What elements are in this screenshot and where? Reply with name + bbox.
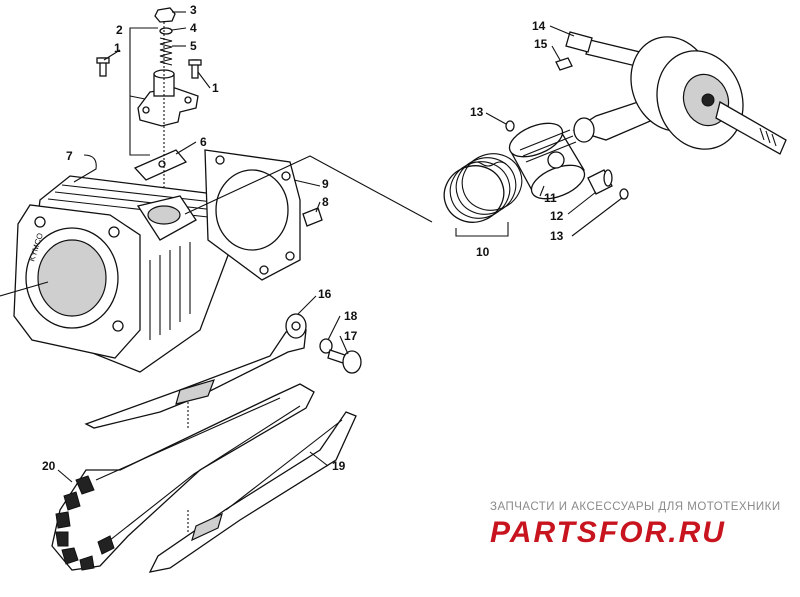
callout-2: 2	[116, 23, 123, 37]
tensioner-arm	[84, 313, 307, 429]
callout-1-right: 1	[212, 81, 219, 95]
cylinder-gasket	[204, 149, 301, 281]
crankshaft	[565, 31, 787, 155]
callout-6: 6	[200, 135, 207, 149]
callout-13-top: 13	[470, 105, 484, 119]
leader-lines	[57, 11, 623, 532]
piston-rings	[443, 153, 523, 237]
tensioner-assembly	[96, 7, 202, 200]
callout-18: 18	[344, 309, 358, 323]
piston-pin	[587, 169, 613, 195]
callout-labels: 1 2 3 4 5 1 6 7 8 9 10 11 12 13 13 14 15…	[42, 3, 564, 473]
callout-1-left: 1	[114, 41, 121, 55]
cam-chain	[51, 383, 315, 571]
cylinder-block: KYMCO	[0, 175, 231, 373]
callout-7: 7	[66, 149, 73, 163]
piston-pin-clips	[505, 120, 629, 200]
callout-11: 11	[544, 191, 557, 205]
callout-20: 20	[42, 459, 56, 473]
pivot-bolt	[327, 349, 362, 374]
watermark: ЗАПЧАСТИ И АКСЕССУАРЫ ДЛЯ МОТОТЕХНИКИ PA…	[490, 501, 781, 549]
callout-4: 4	[190, 21, 197, 35]
callout-9: 9	[322, 177, 329, 191]
watermark-logo: PARTSFOR.RU	[490, 516, 726, 549]
callout-12: 12	[550, 209, 564, 223]
callout-16: 16	[318, 287, 332, 301]
callout-13-bottom: 13	[550, 229, 564, 243]
pivot-washer	[319, 338, 333, 354]
callout-8: 8	[322, 195, 329, 209]
callout-17: 17	[344, 329, 358, 343]
callout-10: 10	[476, 245, 490, 259]
callout-19: 19	[332, 459, 346, 473]
callout-3: 3	[190, 3, 197, 17]
piston	[508, 122, 586, 200]
callout-14: 14	[532, 19, 546, 33]
watermark-tagline: ЗАПЧАСТИ И АКСЕССУАРЫ ДЛЯ МОТОТЕХНИКИ	[490, 501, 781, 513]
callout-15: 15	[534, 37, 548, 51]
chain-guide	[148, 411, 357, 573]
woodruff-key	[555, 57, 573, 71]
dowel-pin	[302, 207, 323, 227]
callout-5: 5	[190, 39, 197, 53]
